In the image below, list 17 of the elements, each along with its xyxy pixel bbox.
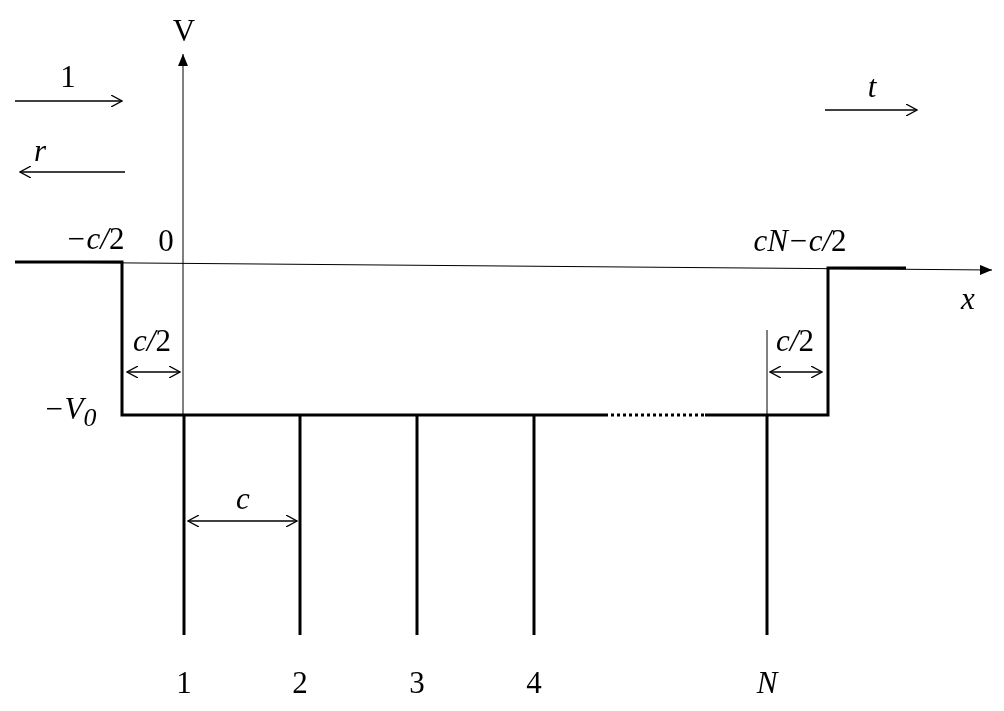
barrier-number: 4 [526,666,542,698]
dimension-label: c/2 [133,324,171,356]
wave-label: r [33,134,47,166]
dimension-label: c/2 [776,324,814,356]
barrier-number: 1 [176,666,192,698]
origin-label: 0 [158,224,174,256]
barrier-number: N [756,666,778,698]
barrier-number: 3 [409,666,425,698]
potential-label: −V$_{0}$ [43,393,97,431]
axis-label: V [172,14,196,46]
position-label: cN−c/2 [753,224,847,256]
dimension-label: c [236,482,250,514]
axis-label: x [961,282,975,314]
position-label: −c/2 [65,222,125,254]
wave-label: 1 [60,60,76,92]
barrier-number: 2 [292,666,308,698]
wave-label: t [867,70,877,102]
